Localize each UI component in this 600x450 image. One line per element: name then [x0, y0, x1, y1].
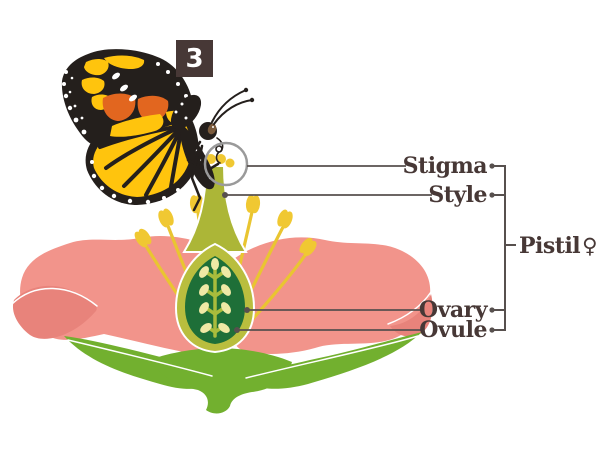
ovule-cluster [199, 258, 231, 338]
butterfly [61, 49, 255, 212]
ovary-label: Ovary [418, 297, 488, 323]
antennae [211, 87, 255, 125]
anther [299, 237, 317, 257]
female-symbol: ♀ [582, 233, 598, 258]
style-stalk [182, 165, 248, 253]
pistil [174, 154, 256, 354]
petal-right [231, 237, 433, 354]
leader-lines [222, 163, 516, 333]
ovule-label: Ovule [419, 317, 487, 343]
step-badge: 3 [176, 40, 213, 77]
anther [277, 209, 293, 229]
anther [158, 208, 174, 228]
anther [134, 228, 152, 248]
pistil-label-text: Pistil [519, 233, 581, 259]
forewing [61, 49, 194, 147]
flower [11, 154, 433, 414]
style-label: Style [428, 182, 487, 208]
pistil-label: Pistil♀ [519, 233, 598, 259]
receptacle-stem [150, 348, 292, 414]
stigma-label: Stigma [402, 153, 488, 179]
leaves-and-stem [64, 332, 422, 414]
pistil-bracket [489, 163, 516, 333]
anther [245, 194, 261, 214]
eye [207, 123, 217, 135]
magnifier-circle [203, 141, 249, 187]
